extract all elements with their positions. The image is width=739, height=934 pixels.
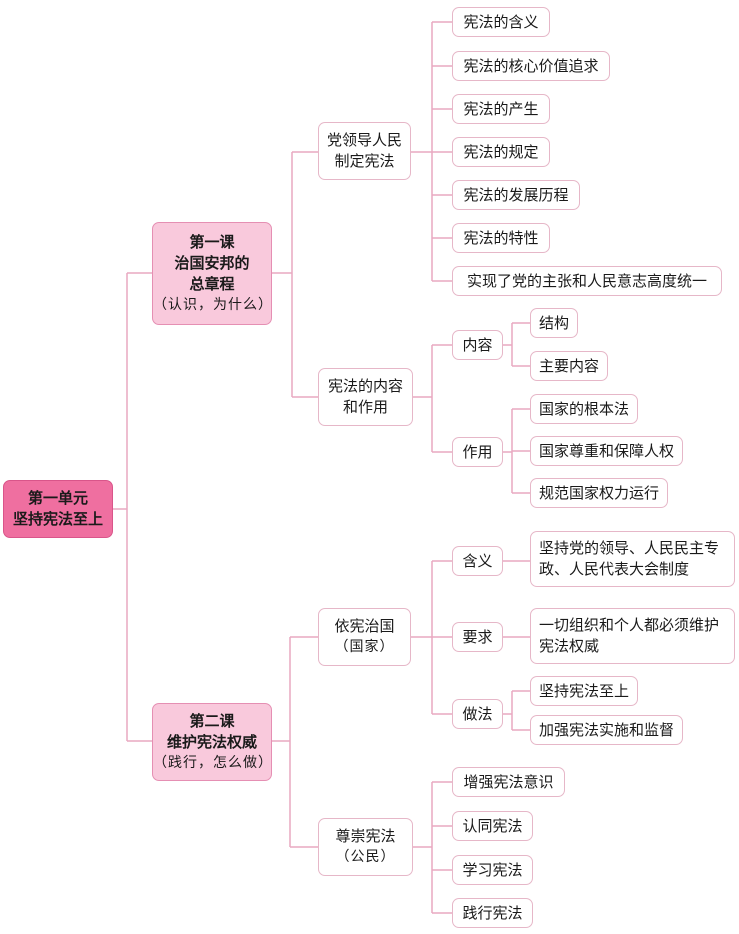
branch-respect-constitution: 尊崇宪法 （公民） [318, 818, 413, 876]
leaf-meaning-text: 坚持党的领导、人民民主专 政、人民代表大会制度 [530, 531, 735, 587]
leaf-constitution-origin: 宪法的产生 [452, 94, 550, 124]
leaf-text: 宪法的含义 [463, 12, 539, 31]
leaf-text: 坚持宪法至上 [538, 681, 629, 700]
node-content: 内容 [452, 330, 503, 360]
leaf-constitution-provisions: 宪法的规定 [452, 137, 550, 167]
leaf-text: 宪法的产生 [463, 99, 539, 118]
branch2-line1: 宪法的内容 [327, 377, 403, 395]
leaf-practice: 践行宪法 [452, 898, 533, 928]
branch3-line1: 依宪治国 [334, 617, 395, 635]
leaf-text: 加强宪法实施和监督 [538, 720, 674, 739]
meaning-text-line1: 坚持党的领导、人民民主专 [539, 539, 720, 557]
leaf-text: 增强宪法意识 [463, 772, 554, 791]
leaf-regulate-power: 规范国家权力运行 [530, 478, 668, 508]
leaf-structure: 结构 [530, 308, 578, 338]
branch-content-and-role: 宪法的内容 和作用 [318, 368, 413, 426]
leaf-constitution-features: 宪法的特性 [452, 223, 550, 253]
leaf-constitution-core-value: 宪法的核心价值追求 [452, 51, 610, 81]
leaf-awareness: 增强宪法意识 [452, 767, 565, 797]
practice-label: 做法 [462, 704, 493, 723]
leaf-party-people-unity: 实现了党的主张和人民意志高度统一 [452, 266, 722, 296]
root-line2: 坚持宪法至上 [12, 510, 103, 528]
leaf-text: 主要内容 [538, 356, 599, 375]
leaf-study: 学习宪法 [452, 855, 533, 885]
branch4-line2: （公民） [335, 849, 396, 865]
lesson2-line2: 维护宪法权威 [166, 732, 257, 751]
branch1-line1: 党领导人民 [326, 131, 402, 149]
lesson1-line3: 总章程 [189, 274, 235, 293]
leaf-constitution-history: 宪法的发展历程 [452, 180, 580, 210]
lesson1-line2: 治国安邦的 [174, 253, 250, 272]
leaf-text: 认同宪法 [462, 816, 523, 835]
leaf-text: 学习宪法 [462, 860, 523, 879]
require-text-line2: 宪法权威 [539, 637, 600, 655]
leaf-strengthen-supervision: 加强宪法实施和监督 [530, 715, 683, 745]
leaf-text: 国家尊重和保障人权 [538, 441, 674, 460]
node-role: 作用 [452, 437, 503, 467]
leaf-text: 宪法的规定 [463, 142, 539, 161]
leaf-uphold-constitution: 坚持宪法至上 [530, 676, 638, 706]
lesson1-node: 第一课 治国安邦的 总章程 （认识，为什么） [152, 222, 272, 325]
leaf-requirement-text: 一切组织和个人都必须维护 宪法权威 [530, 608, 735, 664]
branch4-line1: 尊崇宪法 [335, 827, 396, 845]
leaf-text: 宪法的核心价值追求 [463, 56, 599, 75]
branch2-line2: 和作用 [342, 398, 388, 416]
node-requirement: 要求 [452, 622, 503, 652]
leaf-recognize: 认同宪法 [452, 811, 533, 841]
leaf-text: 宪法的特性 [463, 228, 539, 247]
branch3-line2: （国家） [334, 639, 395, 655]
meaning-text-line2: 政、人民代表大会制度 [539, 560, 690, 578]
content-label: 内容 [462, 335, 493, 354]
root-line1: 第一单元 [27, 489, 88, 507]
leaf-text: 结构 [538, 313, 569, 332]
node-practice: 做法 [452, 699, 503, 729]
leaf-text: 国家的根本法 [538, 399, 629, 418]
leaf-text: 实现了党的主张和人民意志高度统一 [466, 271, 707, 290]
leaf-text: 规范国家权力运行 [538, 483, 659, 502]
branch-rule-by-constitution: 依宪治国 （国家） [318, 608, 411, 666]
lesson2-node: 第二课 维护宪法权威 （践行，怎么做） [152, 703, 272, 781]
lesson2-line1: 第二课 [189, 711, 235, 730]
lesson1-line1: 第一课 [189, 232, 235, 251]
require-text-line1: 一切组织和个人都必须维护 [539, 616, 720, 634]
lesson2-line3: （践行，怎么做） [153, 754, 273, 771]
leaf-main-content: 主要内容 [530, 351, 608, 381]
root-node: 第一单元 坚持宪法至上 [3, 480, 113, 538]
node-meaning: 含义 [452, 546, 503, 576]
leaf-constitution-meaning: 宪法的含义 [452, 7, 550, 37]
branch-party-leads-constitution: 党领导人民 制定宪法 [318, 122, 411, 180]
meaning-label: 含义 [462, 551, 493, 570]
leaf-text: 宪法的发展历程 [463, 185, 569, 204]
lesson1-line4: （认识，为什么） [153, 296, 273, 313]
leaf-fundamental-law: 国家的根本法 [530, 394, 638, 424]
branch1-line2: 制定宪法 [334, 152, 395, 170]
leaf-human-rights: 国家尊重和保障人权 [530, 436, 683, 466]
role-label: 作用 [462, 442, 493, 461]
leaf-text: 践行宪法 [462, 903, 523, 922]
require-label: 要求 [462, 627, 493, 646]
